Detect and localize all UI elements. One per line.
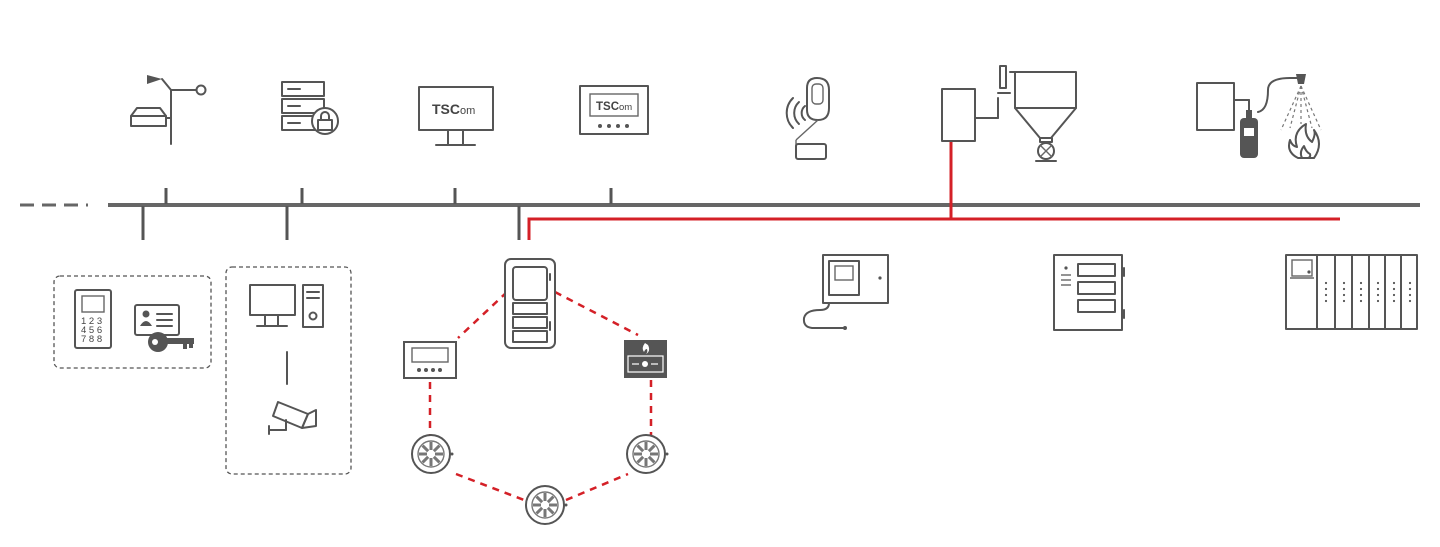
keypad-icon: 1 2 3 4 5 6 7 8 8 — [74, 289, 112, 349]
svg-text:TSCom: TSCom — [596, 101, 632, 113]
server-lock-icon — [281, 81, 339, 135]
fire-panel-icon — [504, 258, 556, 349]
control-panel-icon: TSCom — [579, 85, 649, 135]
weather-station-icon — [130, 75, 207, 145]
fire-network — [527, 141, 1340, 240]
repeater-panel-icon — [403, 341, 457, 379]
fire-network-line — [527, 217, 1340, 240]
wireless-tag-icon — [785, 77, 830, 160]
id-card-key-icon — [134, 304, 194, 352]
manual-call-point-icon — [624, 340, 667, 378]
brand-suffix: om — [619, 102, 632, 113]
cctv-camera-icon — [268, 401, 317, 435]
main-bus — [20, 188, 1420, 240]
smoke-detector-icon — [411, 434, 454, 474]
silo-control-icon — [941, 65, 1077, 162]
multi-cabinet-icon — [1285, 254, 1418, 330]
keypad-row-1: 1 2 3 — [81, 316, 102, 327]
access-control-group — [53, 275, 212, 369]
brand-suffix: om — [460, 105, 475, 117]
smoke-detector-icon — [525, 485, 568, 525]
svg-text:TSCom: TSCom — [432, 101, 475, 117]
workstation-icon — [249, 284, 324, 385]
keypad-row-3: 7 8 8 — [81, 334, 102, 345]
smoke-detector-icon — [626, 434, 669, 474]
brand-main: TSC — [596, 101, 619, 113]
gas-extinguishing-icon — [1196, 74, 1322, 159]
video-surveillance-group — [225, 266, 352, 475]
rack-cabinet-icon — [1053, 254, 1125, 331]
wall-cabinet-icon — [802, 254, 889, 330]
monitor-icon: TSCom — [418, 86, 494, 146]
keypad-row-2: 4 5 6 — [81, 325, 102, 336]
fire-detection-loop — [428, 290, 653, 502]
brand-main: TSC — [432, 101, 460, 117]
